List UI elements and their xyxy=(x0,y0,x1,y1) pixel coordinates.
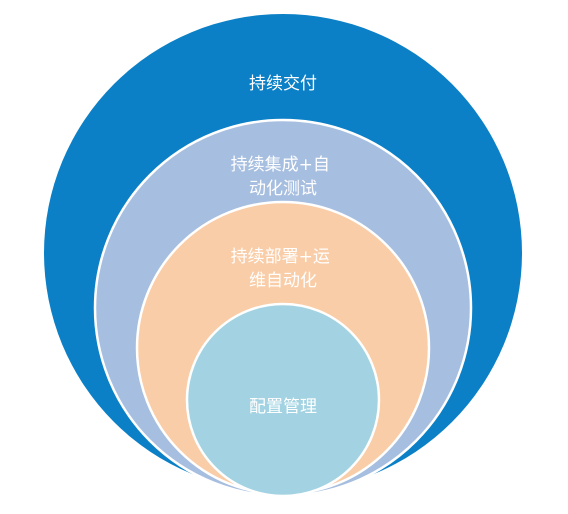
label-second: 持续集成+自 动化测试 xyxy=(231,155,336,199)
label-outer: 持续交付 xyxy=(249,74,317,94)
label-core: 配置管理 xyxy=(249,397,317,417)
layer-circle-core xyxy=(185,302,381,498)
label-third: 持续部署+运 维自动化 xyxy=(231,247,336,291)
